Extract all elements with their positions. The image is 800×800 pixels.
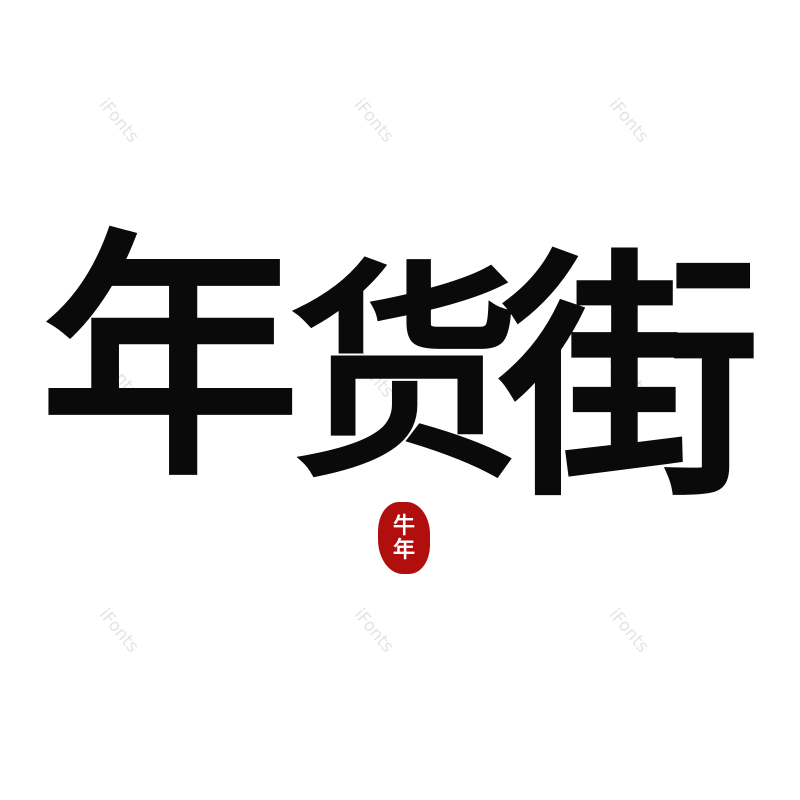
- calligraphy-title: 年 货 街: [40, 200, 760, 560]
- watermark-3: iFonts: [604, 95, 653, 147]
- seal-char-1: 牛: [392, 512, 415, 539]
- title-char-2: 货: [290, 240, 521, 510]
- red-seal-stamp: 牛 年: [378, 502, 430, 574]
- watermark-8: iFonts: [349, 605, 398, 657]
- title-char-1: 年: [40, 207, 300, 512]
- seal-char-2: 年: [392, 537, 415, 563]
- watermark-1: iFonts: [94, 95, 143, 147]
- watermark-9: iFonts: [604, 605, 653, 657]
- watermark-7: iFonts: [94, 605, 143, 657]
- watermark-2: iFonts: [349, 95, 398, 147]
- title-char-3: 街: [500, 227, 760, 532]
